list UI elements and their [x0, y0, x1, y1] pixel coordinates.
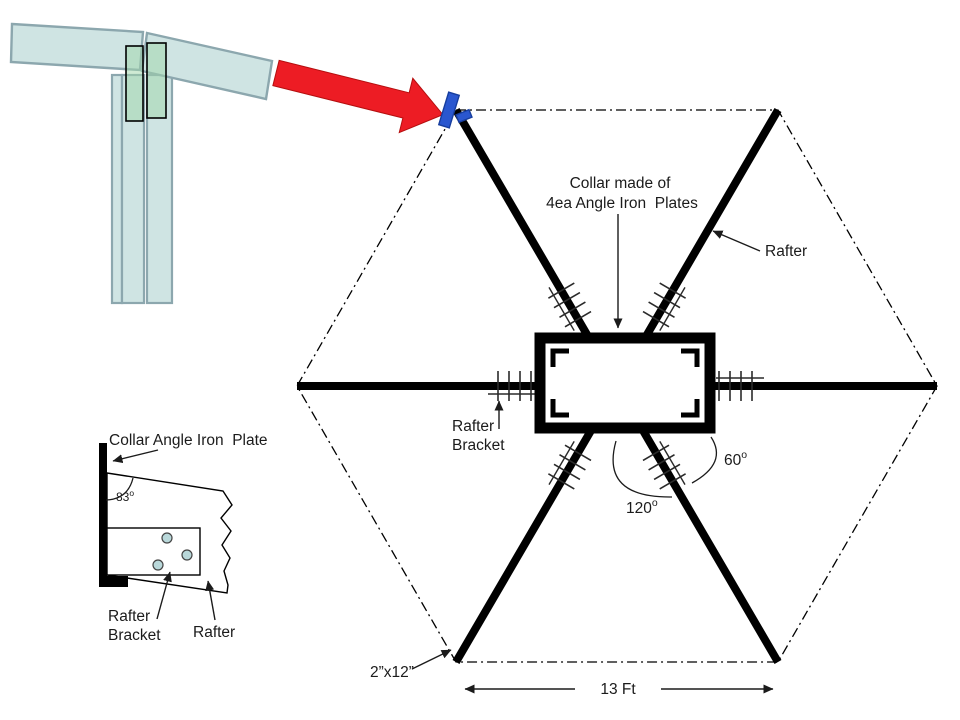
red-callout-arrow	[272, 59, 444, 134]
angle-60-label: 60o	[724, 449, 747, 469]
rafter-label-arrow	[712, 230, 761, 252]
collar-note-line2: 4ea Angle Iron Plates	[546, 195, 698, 212]
angle-iron-plate-left	[125, 45, 144, 122]
bracket-ticks-right	[716, 371, 764, 401]
arc-83-deg	[105, 477, 134, 501]
bolt	[152, 559, 164, 571]
rafter-bracket-label-line1: Rafter	[452, 418, 494, 435]
lumber-size-label: 2”x12”	[370, 664, 414, 681]
plate-label: Collar Angle Iron Plate	[109, 432, 268, 449]
vertical-plank-edge	[110, 73, 124, 305]
detail-rafter-label: Rafter	[193, 624, 235, 641]
arc-120-deg	[612, 440, 673, 498]
hexagon-plan: 13 Ft Collar made of 4ea Angle Iron Plat…	[296, 107, 938, 698]
plate-label-arrow	[112, 449, 159, 464]
bolt	[161, 532, 173, 544]
bracket-ticks-left	[488, 371, 538, 401]
blue-marker-piece-short	[455, 108, 473, 124]
span-dimension: 13 Ft	[464, 681, 774, 698]
bolt	[181, 549, 193, 561]
blue-joint-marker	[437, 91, 473, 129]
angle-83-label: 83o	[116, 488, 134, 504]
rafter-label: Rafter	[765, 243, 807, 260]
detail-bracket-arrow	[156, 571, 172, 620]
detail-bracket-label-line2: Bracket	[108, 627, 161, 644]
detail-rafter-arrow	[205, 580, 216, 621]
span-label: 13 Ft	[600, 681, 636, 698]
collar-note-line1: Collar made of	[570, 175, 671, 192]
collar-corner-marks	[550, 348, 700, 418]
joint-detail	[9, 22, 274, 305]
rafter-board-left	[9, 22, 145, 72]
bracket-ticks-bottom-right	[642, 441, 687, 490]
plate-detail: Collar Angle Iron Plate 83o Rafter Brack…	[99, 432, 268, 644]
angle-120-label: 120o	[626, 497, 658, 517]
arc-60-deg	[691, 436, 718, 484]
rafter-bracket-label-line2: Bracket	[452, 437, 505, 454]
bracket-ticks-top-right	[642, 282, 687, 331]
lumber-size-arrow	[411, 649, 452, 670]
collar-angle-iron-plate-foot	[99, 576, 128, 587]
blue-marker-piece-long	[437, 91, 461, 129]
detail-bracket-label-line1: Rafter	[108, 608, 150, 625]
collar-angle-iron-plate-bar	[99, 443, 107, 583]
angle-iron-plate-right	[146, 42, 167, 119]
bracket-ticks-bottom-left	[547, 441, 592, 490]
bracket-ticks-top-left	[547, 282, 592, 331]
